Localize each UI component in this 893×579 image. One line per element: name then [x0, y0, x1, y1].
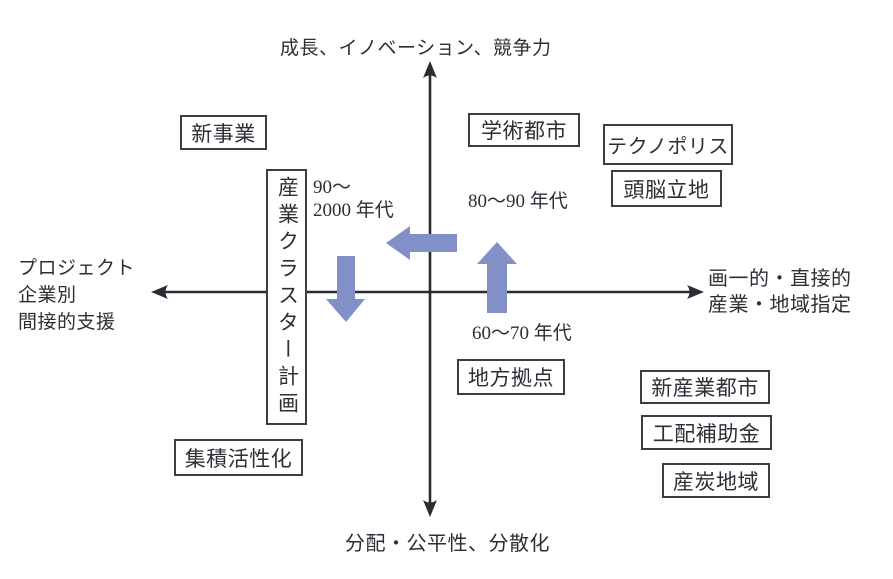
box-technopolis: テクノポリス: [603, 124, 733, 165]
axis-label-right: 画一的・直接的 産業・地域指定: [708, 266, 852, 318]
box-new-industrial-city: 新産業都市: [640, 370, 770, 404]
era-label-80s-90s: 80〜90 年代: [468, 191, 568, 212]
era-label-60s-70s: 60〜70 年代: [472, 323, 572, 344]
era-label-90s-2000s-line-2: 2000 年代: [313, 200, 394, 221]
box-industrial-cluster-plan: 産業クラスター計画: [266, 169, 307, 425]
vertical-axis-bottom-arrowhead-icon: [423, 500, 437, 517]
axis-label-bottom: 分配・公平性、分散化: [345, 533, 550, 555]
horizontal-axis-left-arrowhead-icon: [151, 285, 168, 299]
box-academic-city: 学術都市: [468, 113, 580, 147]
era-label-90s-2000s-line-1: 90〜: [313, 177, 352, 198]
axis-label-left-line-2: 企業別: [18, 285, 77, 306]
axis-label-right-line-2: 産業・地域指定: [708, 294, 852, 316]
box-brain-location: 頭脳立地: [611, 170, 722, 207]
box-new-business: 新事業: [180, 115, 267, 150]
shift-down-arrow-icon: [326, 256, 365, 322]
era-label-90s-2000s: 90〜 2000 年代: [313, 176, 394, 222]
axis-label-left: プロジェクト 企業別 間接的支援: [18, 255, 135, 336]
horizontal-axis-right-arrowhead-icon: [687, 285, 704, 299]
vertical-axis-top-arrowhead-icon: [423, 61, 437, 78]
axis-label-top: 成長、イノベーション、競争力: [280, 38, 552, 59]
shift-up-arrow-icon: [477, 242, 517, 313]
axis-label-left-line-1: プロジェクト: [18, 258, 136, 279]
box-coal-mining-area: 産炭地域: [662, 463, 770, 498]
axis-label-left-line-3: 間接的支援: [18, 312, 116, 333]
box-regional-hub: 地方拠点: [457, 359, 565, 395]
box-factory-relocation-subsidy: 工配補助金: [641, 415, 772, 450]
shift-left-arrow-icon: [386, 226, 457, 260]
axis-label-right-line-1: 画一的・直接的: [708, 268, 852, 290]
box-cluster-activation: 集積活性化: [174, 439, 303, 476]
